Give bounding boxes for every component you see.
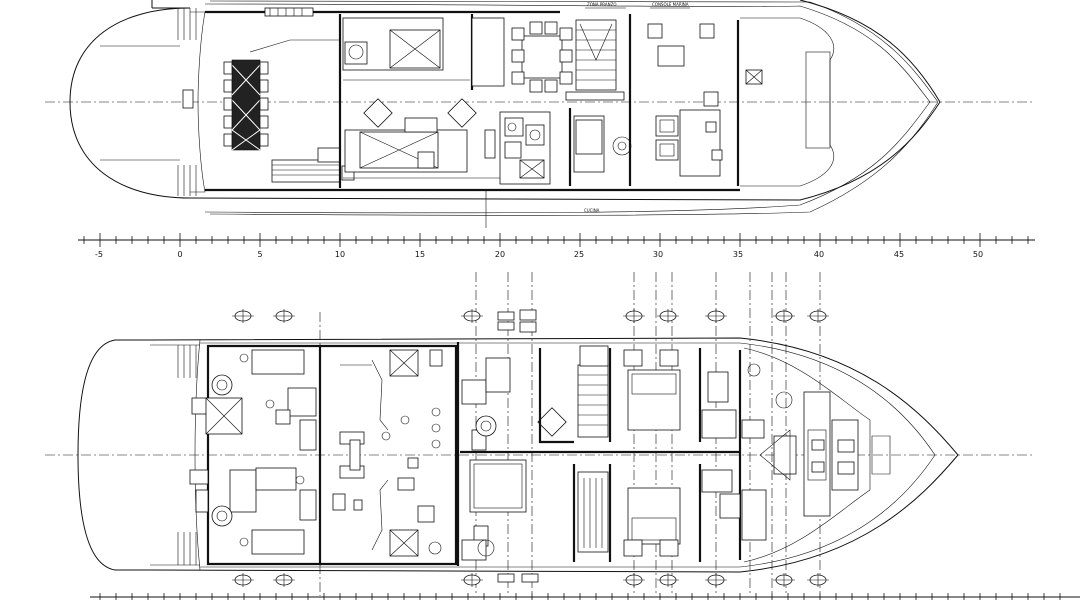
main-deck-staircase — [575, 19, 617, 91]
scale-label-45: 45 — [894, 250, 904, 259]
lower-deck-staircase — [537, 364, 609, 438]
length-scale-bar: -5 0 5 10 15 20 25 30 35 40 45 50 — [78, 233, 1035, 259]
scale-label-25: 25 — [574, 250, 584, 259]
main-deck-transom-step — [190, 11, 206, 193]
cockpit-bench — [271, 159, 341, 183]
lower-scale-ticks — [99, 593, 1061, 600]
scale-label-5: 5 — [257, 250, 262, 259]
scale-label-50: 50 — [973, 250, 983, 259]
main-deck-transom-stairs — [177, 8, 197, 196]
scale-label-30: 30 — [653, 250, 663, 259]
helm-seats — [655, 115, 679, 161]
guest-cabin-port — [579, 345, 681, 431]
scale-label-40: 40 — [814, 250, 824, 259]
label-dining-zone: ZONA PRANZO — [587, 2, 617, 7]
lower-deck-plan — [45, 272, 1035, 596]
guest-cabin-starboard — [577, 471, 681, 557]
scale-label-minus5: -5 — [95, 250, 103, 259]
scale-labels: -5 0 5 10 15 20 25 30 35 40 45 50 — [95, 250, 983, 259]
cabin-partitions — [460, 348, 740, 454]
main-deck-plan: ZONA PRANZO CONSOLE MARINA CUCINA — [45, 0, 1035, 228]
label-helm-station: CONSOLE MARINA — [652, 2, 689, 7]
bow-cabin — [743, 347, 871, 563]
main-deck-side-deck-line — [204, 3, 931, 214]
crew-quarters-fixtures — [189, 349, 317, 555]
scale-label-0: 0 — [177, 250, 182, 259]
main-deck-hull-outline — [69, 0, 941, 201]
lower-deck-hull-outline — [77, 337, 959, 573]
engine-room-equipment — [332, 349, 443, 557]
main-deck-bulwark — [209, 0, 939, 216]
hull-portholes-starboard — [232, 573, 829, 587]
lower-deck-transom-stairs — [177, 345, 197, 565]
chain-locker — [871, 435, 891, 475]
scale-ticks — [83, 233, 1029, 247]
scale-label-35: 35 — [733, 250, 743, 259]
dining-table — [511, 21, 573, 93]
label-galley: CUCINA — [584, 208, 600, 213]
saloon-sofa-port — [342, 17, 444, 71]
saloon-armchairs — [363, 98, 477, 128]
scale-label-20: 20 — [495, 250, 505, 259]
scale-label-10: 10 — [335, 250, 345, 259]
hull-portholes-port — [232, 309, 829, 323]
guest-cabin-aft — [461, 357, 527, 561]
scale-label-15: 15 — [415, 250, 425, 259]
cockpit-dining-table — [223, 59, 269, 151]
engine-room-walls — [320, 344, 458, 566]
galley-block — [484, 111, 551, 185]
ensuite-bathrooms — [701, 363, 793, 541]
saloon-sofa-starboard — [343, 117, 500, 179]
